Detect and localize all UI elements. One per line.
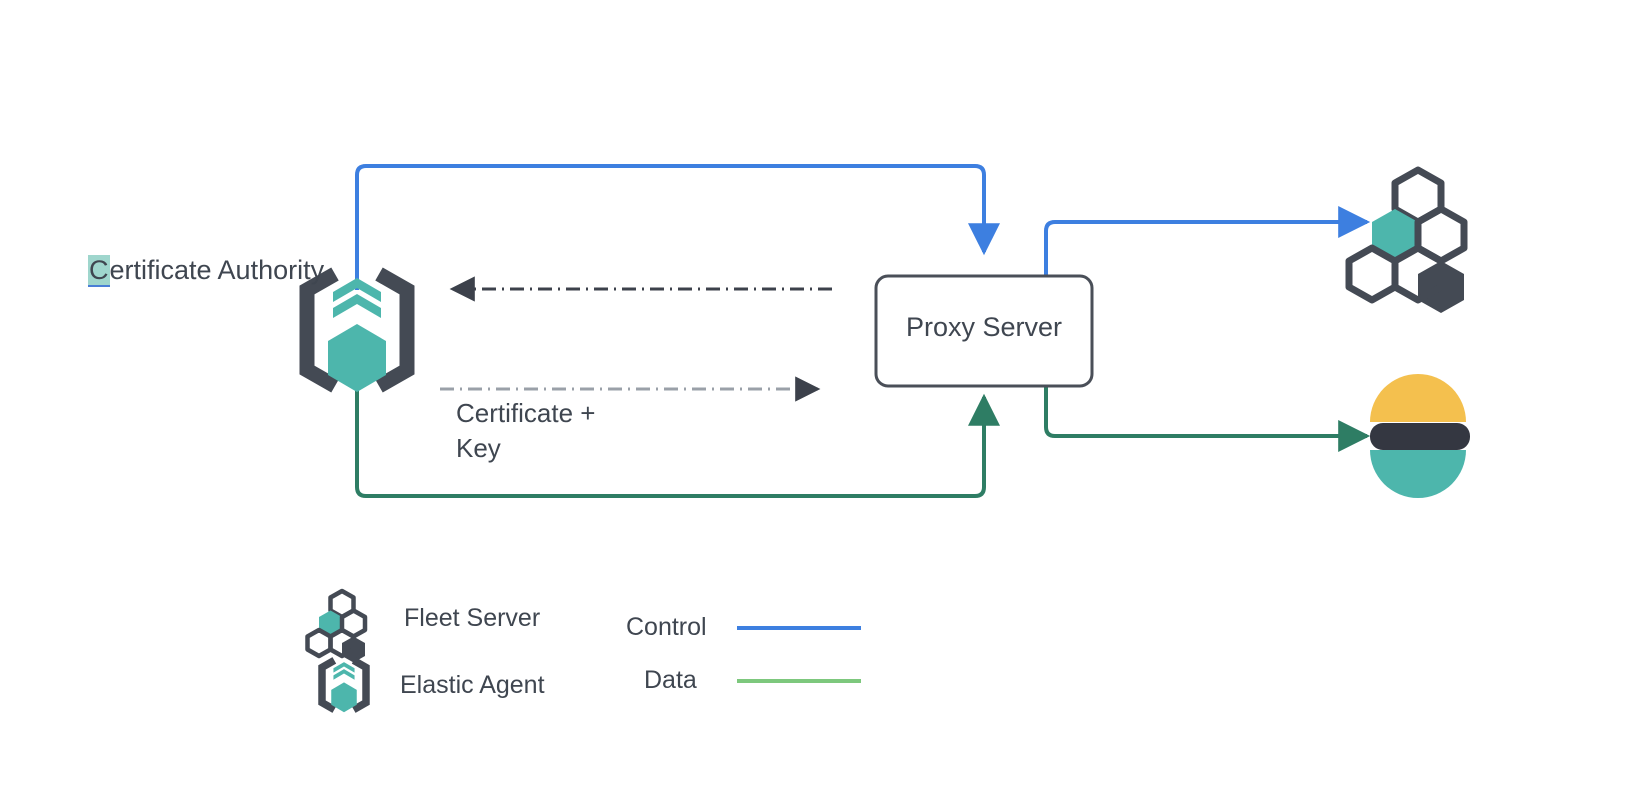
legend-item-fleet-server-label: Fleet Server bbox=[404, 604, 541, 632]
proxy-server-label: Proxy Server bbox=[905, 312, 1063, 342]
edge-proxy-to-elasticsearch-data bbox=[1044, 386, 1371, 452]
fleet-server-icon bbox=[1345, 166, 1468, 313]
legend-line-data-label: Data bbox=[644, 666, 697, 694]
edge-agent-to-proxy-data bbox=[355, 378, 1000, 498]
certificate-authority-label-rest: ertificate Authority bbox=[109, 255, 325, 285]
certificate-authority-label: Certificate Authority bbox=[88, 254, 324, 288]
elastic-agent-icon bbox=[299, 267, 415, 393]
elasticsearch-icon bbox=[1370, 374, 1470, 498]
proxy-server-node[interactable] bbox=[874, 274, 1094, 388]
legend-elastic-agent-icon bbox=[318, 657, 370, 713]
legend-item-elastic-agent-label: Elastic Agent bbox=[400, 671, 545, 699]
edge-proxy-to-fleet-control bbox=[1044, 206, 1371, 276]
legend-fleet-server-icon bbox=[305, 588, 368, 663]
edge-agent-to-proxy-control bbox=[355, 164, 1000, 290]
certificate-authority-highlight: C bbox=[88, 255, 110, 287]
legend-line-control-label: Control bbox=[626, 613, 707, 641]
certificate-key-edge-label: Certificate + Key bbox=[456, 398, 596, 463]
